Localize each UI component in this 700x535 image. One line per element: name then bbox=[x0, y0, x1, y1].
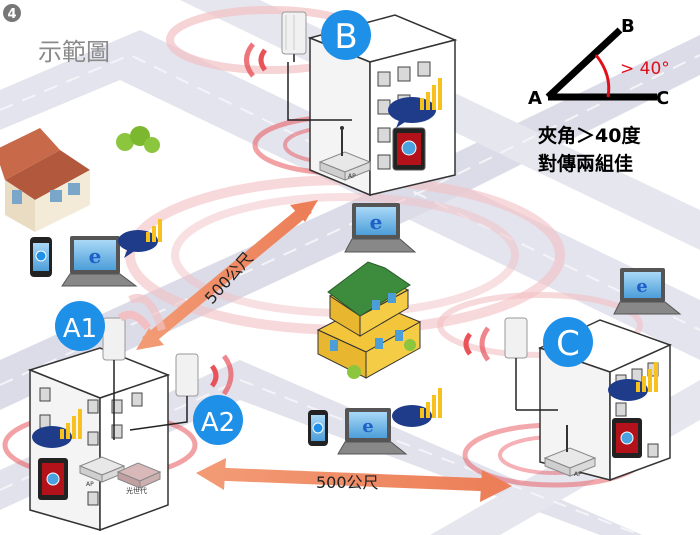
modem-label: 光世代 bbox=[126, 486, 147, 495]
page-title: 示範圖 bbox=[38, 38, 110, 66]
ap-label-a: AP bbox=[86, 481, 94, 488]
svg-text:e: e bbox=[636, 276, 647, 297]
step-badge: 4 bbox=[3, 4, 21, 22]
badge-a1-label: A1 bbox=[63, 314, 97, 344]
angle-point-b: B bbox=[621, 16, 635, 37]
modem-icon bbox=[116, 462, 162, 489]
badge-c-label: C bbox=[556, 324, 580, 364]
ap-label-b: AP bbox=[348, 173, 356, 180]
badge-a1: A1 bbox=[55, 301, 105, 351]
laptop-icon: e bbox=[337, 408, 408, 455]
laptop-icon: e bbox=[344, 203, 417, 253]
svg-text:e: e bbox=[89, 244, 102, 268]
ap-router-icon bbox=[543, 425, 597, 477]
angle-diagram: A B C > 40° 夾角＞40度 對傳兩組佳 bbox=[528, 16, 670, 175]
svg-text:e: e bbox=[362, 416, 373, 437]
antenna-icon bbox=[463, 317, 558, 411]
ap-label-c: AP bbox=[574, 471, 582, 478]
signal-bars-bubble bbox=[388, 78, 442, 128]
signal-bars-bubble bbox=[608, 362, 658, 401]
angle-caption-line1: 夾角＞40度 bbox=[538, 124, 641, 147]
smartphone-icon bbox=[30, 237, 52, 277]
signal-bars-bubble bbox=[32, 409, 82, 448]
bush-icon bbox=[116, 126, 160, 153]
angle-point-a: A bbox=[528, 88, 542, 109]
laptop-icon: e bbox=[613, 268, 682, 315]
ap-router-icon bbox=[78, 456, 126, 483]
signal-bars-bubble bbox=[118, 219, 162, 258]
svg-text:e: e bbox=[370, 210, 383, 234]
badge-b: B bbox=[321, 10, 371, 60]
horizontal-distance-label: 500公尺 bbox=[316, 473, 379, 492]
angle-point-c: C bbox=[656, 88, 669, 109]
smartphone-icon bbox=[308, 410, 328, 446]
badge-a2: A2 bbox=[193, 395, 243, 445]
signal-bars-bubble bbox=[392, 388, 442, 427]
laptop-icon: e bbox=[61, 236, 138, 287]
house-icon bbox=[316, 261, 422, 379]
tablet-icon bbox=[612, 418, 642, 458]
angle-value-label: > 40° bbox=[620, 59, 670, 79]
tablet-icon bbox=[392, 127, 426, 171]
tablet-icon bbox=[38, 458, 68, 500]
horizontal-link-arrow bbox=[196, 458, 512, 502]
step-number: 4 bbox=[7, 7, 16, 22]
ap-router-icon bbox=[318, 126, 372, 181]
angle-caption-line2: 對傳兩組佳 bbox=[538, 152, 633, 175]
antenna-icon bbox=[102, 294, 166, 440]
antenna-icon bbox=[244, 11, 352, 121]
house-icon bbox=[0, 128, 90, 232]
badge-c: C bbox=[543, 317, 593, 367]
antenna-icon bbox=[129, 353, 234, 431]
badge-b-label: B bbox=[334, 17, 357, 57]
badge-a2-label: A2 bbox=[201, 408, 235, 438]
